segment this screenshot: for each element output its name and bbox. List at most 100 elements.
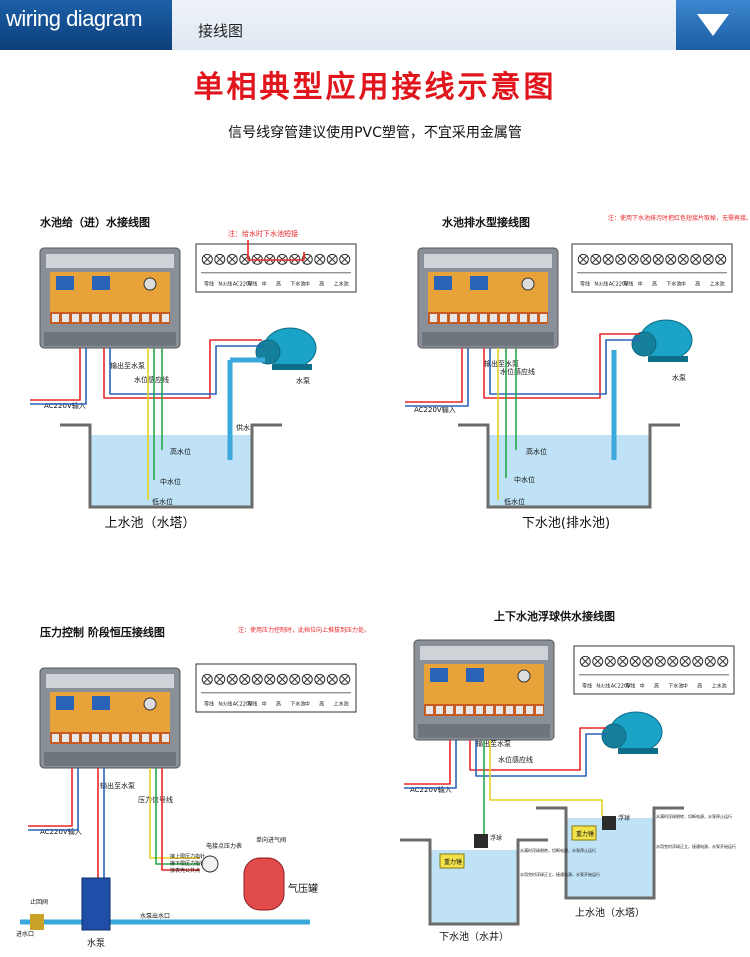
controller-top-strip — [46, 254, 174, 268]
terminal-screw-slot — [705, 657, 715, 666]
pump-base — [648, 356, 688, 362]
note-left-2: 水用完时浮球正立，接通电源，水泵开始运行 — [520, 871, 600, 877]
relay-icon — [434, 276, 452, 290]
terminal-screw-slot — [340, 675, 350, 684]
terminal-screw-icon — [490, 314, 497, 322]
terminal-screw-slot — [252, 675, 262, 684]
terminal-screw-icon — [112, 314, 119, 322]
terminal-screw-icon — [496, 706, 503, 714]
terminal-screw-icon — [516, 706, 523, 714]
terminal-label: 高 — [697, 682, 702, 689]
header-bar: wiring diagram 接线图 — [0, 0, 750, 50]
level-mid-label-1: 中水位 — [160, 477, 181, 486]
terminal-screw-icon — [62, 734, 69, 742]
terminal-screw-slot — [666, 255, 676, 264]
diagram-3-note: 注：使用压力控制时，此档位向上推拔到压力处。 — [238, 626, 370, 634]
note-right-1: 水满时浮球倒转，切断电源，水泵停止运行 — [656, 813, 732, 819]
pump-wire-red-1 — [103, 339, 262, 399]
controller-bottom — [44, 752, 176, 766]
terminal-screw-icon — [520, 314, 527, 322]
terminal-screw-icon — [506, 706, 513, 714]
tank-wall — [60, 423, 282, 509]
tank-right-label-4: 上水池（水塔） — [575, 906, 645, 919]
terminal-label: 上水池 — [334, 700, 349, 707]
terminal-screw-icon — [92, 734, 99, 742]
relay-icon — [470, 276, 488, 290]
terminal-label: 下水池 — [290, 280, 305, 287]
check-valve-icon — [30, 914, 44, 930]
terminal-screw-slot — [641, 255, 651, 264]
signal-wire-3 — [161, 768, 200, 871]
header-title-en: wiring diagram — [6, 6, 143, 31]
terminal-label: 中 — [638, 280, 643, 287]
terminal-screw-slot — [691, 255, 701, 264]
terminal-block — [424, 704, 544, 716]
relay-icon — [466, 668, 484, 682]
terminal-label: AC220V — [609, 281, 629, 287]
level-low-label-1: 低水位 — [152, 497, 173, 506]
terminal-screw-icon — [82, 314, 89, 322]
terminal-screw-slot — [680, 657, 690, 666]
ac-wire-blue-3 — [28, 768, 79, 831]
terminal-label: 高 — [276, 700, 281, 707]
terminal-screw-icon — [440, 314, 447, 322]
terminal-screw-slot — [655, 657, 665, 666]
level-mid-label-2: 中水位 — [514, 475, 535, 484]
terminal-screw-slot — [240, 675, 250, 684]
terminal-block — [428, 312, 548, 324]
terminal-screw-slot — [302, 255, 312, 264]
terminal-screw-icon — [132, 734, 139, 742]
terminal-screw-icon — [62, 314, 69, 322]
terminal-label: 零线 — [247, 280, 257, 287]
terminal-screw-slot — [215, 255, 225, 264]
signal-wire-1 — [149, 768, 200, 859]
diagram-2-note: 注：使用下水池排污时把红色短接片取掉，无需再接。 — [608, 214, 750, 222]
tank-valve-label-3: 单向进气阀 — [256, 836, 286, 844]
terminal-label: 下水池 — [290, 700, 305, 707]
terminal-label: N火线 — [218, 280, 232, 287]
terminal-block — [50, 732, 170, 744]
terminal-screw-slot — [603, 255, 613, 264]
terminal-label: 下水池 — [666, 280, 681, 287]
terminal-screw-icon — [526, 706, 533, 714]
valve-label-3: 止回阀 — [30, 898, 48, 906]
terminal-label: 零线 — [204, 700, 214, 707]
diagram-4-title: 上下水池浮球供水接线图 — [494, 609, 615, 623]
terminal-screw-icon — [152, 314, 159, 322]
collapse-button[interactable] — [676, 0, 750, 50]
terminal-label: AC220V — [233, 281, 253, 287]
water-tank-1 — [90, 435, 252, 507]
page-subtitle: 信号线穿管建议使用PVC塑管，不宜采用金属管 — [228, 125, 522, 141]
inlet-label-3: 进水口 — [16, 930, 34, 938]
level-low-label-2: 低水位 — [504, 497, 525, 506]
terminal-label: 中 — [683, 682, 688, 689]
terminal-screw-icon — [52, 314, 59, 322]
float-label-right: 浮球 — [618, 814, 630, 822]
gravity-weight-icon — [439, 853, 465, 869]
output-label-2: 输出至水泵 — [484, 359, 519, 368]
terminal-label: 零线 — [247, 700, 257, 707]
terminal-screw-icon — [480, 314, 487, 322]
terminal-screw-slot — [327, 675, 337, 684]
terminal-screw-slot — [703, 255, 713, 264]
outlet-label-3: 水泵出水口 — [140, 912, 170, 920]
terminal-screw-icon — [132, 314, 139, 322]
terminal-label: 上水池 — [710, 280, 725, 287]
terminal-label: 零线 — [204, 280, 214, 287]
terminal-screw-icon — [142, 734, 149, 742]
terminal-screw-icon — [426, 706, 433, 714]
terminal-screw-slot — [693, 657, 703, 666]
ac-input-label-2: AC220V输入 — [414, 405, 456, 414]
signal-wire-2 — [155, 768, 200, 865]
weight-label-left: 重力锤 — [444, 858, 462, 866]
terminal-label: N火线 — [594, 280, 608, 287]
terminal-label: 中 — [305, 280, 310, 287]
terminal-screw-slot — [716, 255, 726, 264]
ac-wire-red-2 — [405, 348, 463, 403]
tank-label-2: 下水池(排水池) — [522, 516, 610, 531]
weight-label-right: 重力锤 — [576, 830, 594, 838]
float-wire-right — [489, 740, 603, 816]
controller-top-strip — [46, 674, 174, 688]
terminal-label: AC220V — [611, 683, 631, 689]
terminal-screw-slot — [618, 657, 628, 666]
